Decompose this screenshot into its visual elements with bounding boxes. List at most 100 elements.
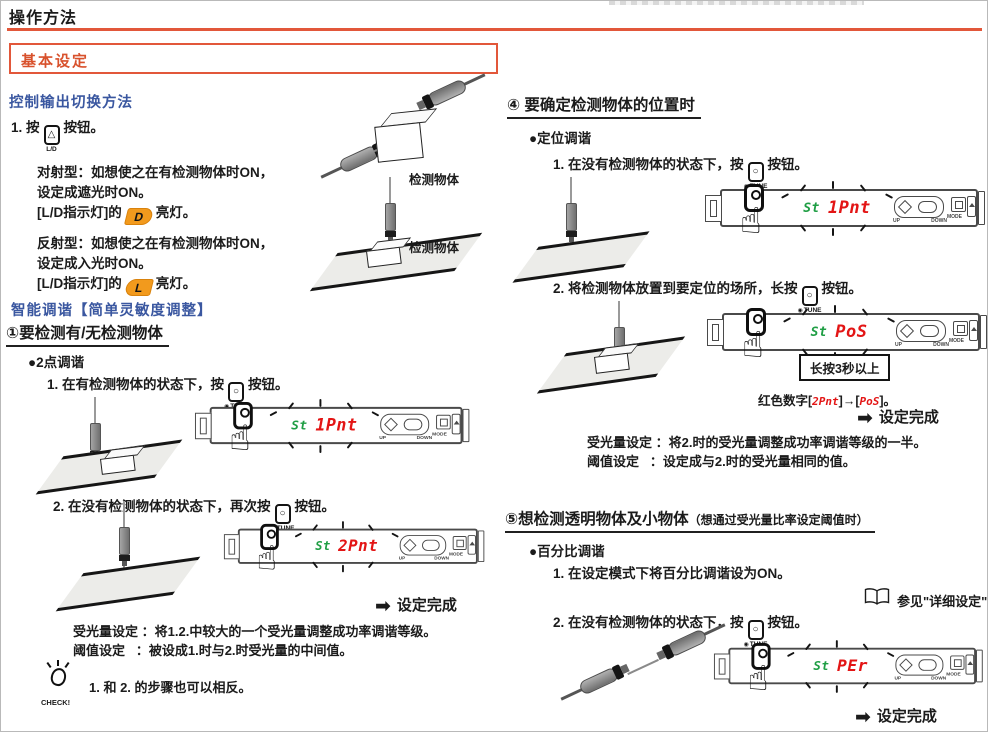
red-digit-note: 红色数字[2Pnt]→[PoS]。 — [758, 394, 897, 408]
check-caption: CHECK! — [41, 698, 71, 707]
digital-display: St 1Pnt — [272, 413, 376, 438]
amplifier-connector — [228, 538, 236, 555]
tune-dot-icon: ◉ — [743, 641, 749, 648]
up-button-icon — [384, 417, 398, 432]
amplifier-connector — [710, 200, 717, 217]
up-button-icon — [899, 323, 915, 339]
amplifier-right-cap — [477, 530, 485, 563]
mode-button-icon — [452, 536, 467, 550]
seg-code-pos: PoS — [859, 395, 880, 408]
setting-done-note: ➡设定完成 — [857, 408, 939, 429]
ld-button-icon: △ L/D — [43, 125, 60, 153]
percent-tuning-bullet: ●百分比调谐 — [529, 544, 605, 559]
down-button-icon — [920, 325, 939, 337]
tune-button-icon: ○◉TUNE — [744, 162, 767, 190]
section-banner-label: 基本设定 — [21, 53, 90, 70]
flash-mark — [319, 445, 322, 453]
seg-code-2pnt: 2Pnt — [812, 395, 839, 408]
page-title: 操作方法 — [9, 10, 78, 27]
circle-glyph: ○ — [232, 386, 240, 397]
up-button-icon — [899, 658, 913, 672]
setting-done-note: ➡设定完成 — [375, 596, 457, 617]
mode-label: MODE — [949, 338, 964, 344]
mode-label: MODE — [946, 671, 961, 678]
percent-step1: 1. 在设定模式下将百分比调谐设为ON。 — [553, 566, 791, 581]
mode-button-icon — [953, 321, 968, 336]
down-button-icon — [403, 418, 423, 431]
ld-label: L/D — [46, 146, 57, 153]
circle-glyph: ○ — [752, 166, 759, 177]
side-button-icon — [967, 196, 976, 217]
arrow-icon: ➡ — [855, 707, 871, 728]
amplifier-right-cap — [462, 408, 470, 443]
cropped-text-remnant — [609, 1, 864, 5]
side-button-icon — [965, 654, 975, 675]
mode-button-icon — [950, 655, 965, 670]
circle-glyph: ○ — [752, 624, 759, 635]
step-text: 按钮。 — [63, 120, 105, 135]
down-label: DOWN — [434, 555, 449, 562]
up-label: UP — [893, 218, 900, 224]
triangle-glyph: △ — [47, 129, 56, 140]
position-tuning-bullet: ●定位调谐 — [529, 131, 592, 146]
section1-title: ①要检测有/无检测物体 — [6, 321, 169, 347]
tune-label: TUNE — [803, 307, 822, 314]
display-green-code: St — [813, 658, 830, 674]
digital-display: St 2Pnt — [297, 534, 396, 558]
up-button-icon — [403, 538, 417, 552]
two-point-bullet: ●2点调谐 — [28, 355, 85, 370]
tune-button-icon: ○◉TUNE — [744, 620, 767, 648]
circle-glyph: ○ — [279, 508, 286, 519]
amplifier-connector — [199, 417, 207, 435]
display-red-code: PoS — [835, 322, 868, 342]
down-label: DOWN — [931, 675, 947, 682]
tune-label: TUNE — [277, 525, 295, 532]
amplifier-left-cap — [707, 319, 724, 346]
flash-mark — [835, 640, 838, 648]
section5-title: ⑤想检测透明物体及小物体（想通过受光量比率设定阈值时） — [505, 507, 875, 533]
flash-mark — [342, 564, 345, 573]
reflect-type-line2: 设定成入光时ON。 — [37, 256, 152, 271]
up-button-icon — [897, 199, 913, 215]
flash-mark — [319, 399, 322, 407]
display-green-code: St — [315, 539, 331, 554]
section5-subtitle: （想通过受光量比率设定阈值时） — [688, 513, 869, 527]
through-type-line1: 对射型：如想使之在有检测物体时ON， — [37, 165, 274, 180]
circle-glyph: ○ — [806, 290, 813, 301]
flash-mark — [835, 685, 838, 693]
up-label: UP — [379, 435, 387, 442]
flash-mark — [832, 181, 835, 189]
amplifier-left-cap — [194, 412, 212, 440]
check-lamp-icon: CHECK! — [41, 660, 73, 707]
stage-plate — [512, 231, 650, 283]
setting-done-note: ➡设定完成 — [855, 707, 937, 728]
display-green-code: St — [810, 324, 828, 340]
digital-display: St 1Pnt — [784, 195, 890, 221]
pressing-hand-icon: ☝ — [256, 539, 277, 578]
section-banner: 基本设定 — [9, 43, 498, 74]
heading-smart-tuning: 智能调谐【简单灵敏度调整】 — [11, 303, 213, 319]
mode-button-icon — [951, 197, 966, 212]
up-label: UP — [895, 342, 902, 348]
arrow-icon: ➡ — [375, 596, 391, 617]
arrow-icon: ➡ — [857, 408, 873, 429]
manual-book-icon — [863, 587, 891, 612]
flash-mark — [342, 521, 345, 529]
pressing-hand-icon: ☝ — [747, 659, 769, 699]
down-button-icon — [918, 659, 937, 671]
down-button-icon — [918, 201, 937, 213]
tune-button-on-device — [233, 401, 253, 430]
tune-button-on-device — [744, 184, 764, 212]
